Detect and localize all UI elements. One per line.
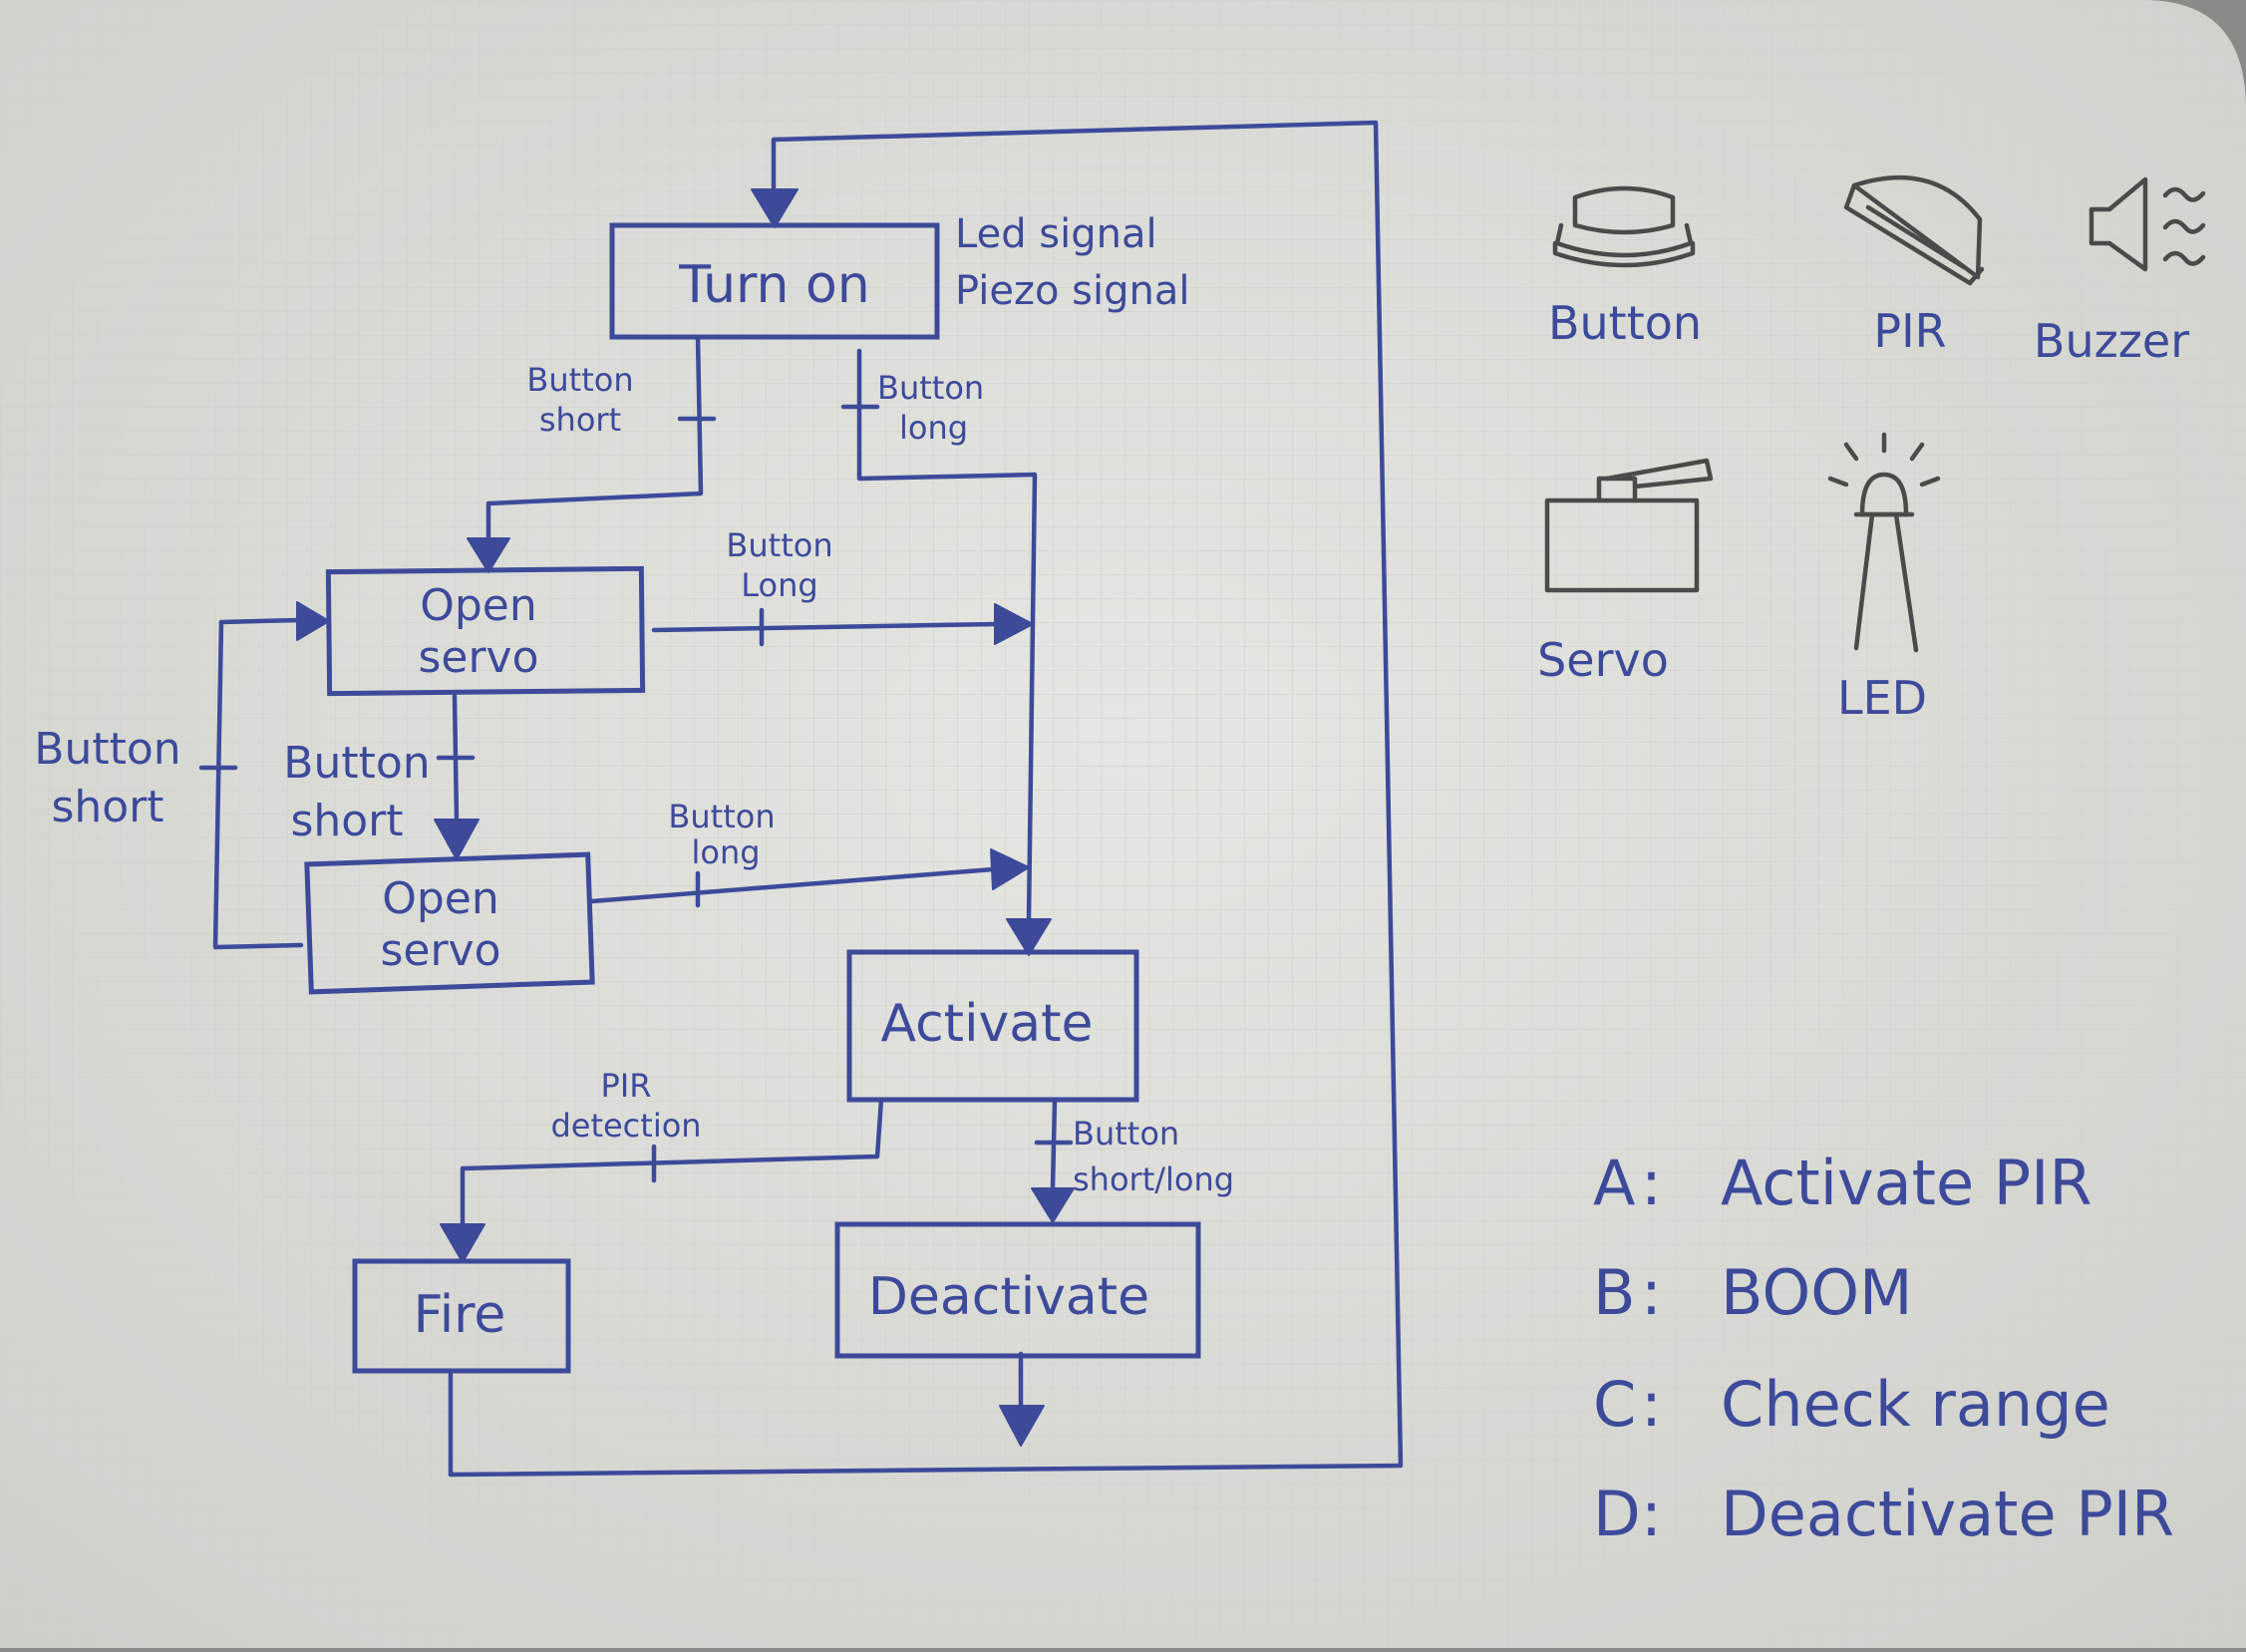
edge-servo1-long-label-1: Button xyxy=(726,526,832,564)
node-deactivate-label: Deactivate xyxy=(868,1267,1149,1327)
legend-sep: : xyxy=(1641,1368,1662,1441)
legend-text: Activate PIR xyxy=(1721,1147,2092,1219)
legend-text: Deactivate PIR xyxy=(1721,1478,2174,1550)
component-pir-label: PIR xyxy=(1873,304,1946,358)
edge-loop-short-label-1: Button xyxy=(34,724,180,775)
edge-servo2-long-label-1: Button xyxy=(668,798,775,835)
edge-turn-on-short-label-1: Button xyxy=(526,361,633,399)
edge-servo1-short-label-1: Button xyxy=(283,738,430,789)
edge-pir-detection: PIR detection xyxy=(440,1067,884,1263)
node-open-servo-2-line2: servo xyxy=(380,925,500,976)
edge-turn-on-long: Button long xyxy=(840,348,1052,956)
edge-servo2-long-label-2: long xyxy=(691,833,760,871)
legend-sep: : xyxy=(1641,1256,1662,1329)
legend-sep: : xyxy=(1641,1147,1662,1219)
node-open-servo-2-line1: Open xyxy=(382,873,499,924)
component-servo: Servo xyxy=(1537,458,1714,687)
legend-item: A : Activate PIR xyxy=(1593,1147,2092,1219)
node-open-servo-1: Open servo xyxy=(325,565,646,697)
edge-turn-on-short-label-2: short xyxy=(539,401,621,439)
edge-turn-on-short: Button short xyxy=(467,334,717,573)
edge-turn-on-long-label-2: long xyxy=(899,409,968,447)
legend-item: C : Check range xyxy=(1593,1368,2110,1441)
component-button-label: Button xyxy=(1548,296,1702,350)
edge-activate-button: Button short/long xyxy=(1031,1097,1234,1223)
buzzer-speaker-icon xyxy=(2088,176,2206,272)
node-turn-on-label: Turn on xyxy=(678,255,870,315)
edge-activate-button-label-1: Button xyxy=(1073,1115,1179,1153)
legend-sep: : xyxy=(1641,1478,1662,1550)
turn-on-signals-note: Led signal Piezo signal xyxy=(955,211,1189,314)
legend-key: A xyxy=(1593,1147,1635,1219)
edge-servo1-long: Button Long xyxy=(651,526,1034,647)
legend-item: D : Deactivate PIR xyxy=(1593,1478,2174,1550)
node-deactivate: Deactivate xyxy=(834,1221,1201,1359)
edge-servo1-short: Button short xyxy=(283,693,480,860)
edge-return-loop xyxy=(448,120,1404,1478)
led-icon xyxy=(1827,432,1941,653)
piezo-signal-text: Piezo signal xyxy=(955,268,1189,314)
edge-servo1-short-label-2: short xyxy=(290,796,403,846)
legend-key: C xyxy=(1593,1368,1636,1441)
servo-motor-icon xyxy=(1544,458,1714,593)
edge-activate-button-label-2: short/long xyxy=(1073,1160,1234,1198)
node-fire: Fire xyxy=(352,1258,571,1374)
node-activate: Activate xyxy=(846,949,1139,1103)
component-buzzer-label: Buzzer xyxy=(2034,314,2189,368)
legend-key: D xyxy=(1593,1478,1641,1550)
edge-pir-label-2: detection xyxy=(550,1107,701,1145)
edge-turn-on-long-label-1: Button xyxy=(877,369,984,407)
button-icon xyxy=(1552,185,1696,268)
legend: A : Activate PIR B : BOOM C : Check rang… xyxy=(1593,1147,2174,1550)
component-led: LED xyxy=(1827,432,1941,725)
legend-item: B : BOOM xyxy=(1593,1256,1913,1329)
component-servo-label: Servo xyxy=(1537,633,1669,687)
node-activate-label: Activate xyxy=(880,994,1093,1054)
component-buzzer: Buzzer xyxy=(2034,176,2206,368)
legend-text: BOOM xyxy=(1721,1256,1913,1329)
edge-servo1-long-label-2: Long xyxy=(741,566,817,604)
edge-pir-label-1: PIR xyxy=(601,1067,652,1105)
component-button: Button xyxy=(1548,185,1702,350)
edge-servo2-long: Button long xyxy=(589,798,1030,908)
node-open-servo-1-line2: servo xyxy=(418,632,538,683)
component-pir: PIR xyxy=(1843,174,1985,358)
edge-loop-short-label-2: short xyxy=(51,782,163,832)
pir-sensor-icon xyxy=(1843,174,1985,286)
legend-key: B xyxy=(1593,1256,1636,1329)
node-open-servo-1-line1: Open xyxy=(420,580,537,631)
component-led-label: LED xyxy=(1837,671,1927,725)
node-fire-label: Fire xyxy=(414,1285,506,1345)
node-open-servo-2: Open servo xyxy=(304,851,595,995)
legend-text: Check range xyxy=(1721,1368,2110,1441)
edge-loop-short: Button short xyxy=(34,601,330,950)
led-signal-text: Led signal xyxy=(955,211,1157,257)
